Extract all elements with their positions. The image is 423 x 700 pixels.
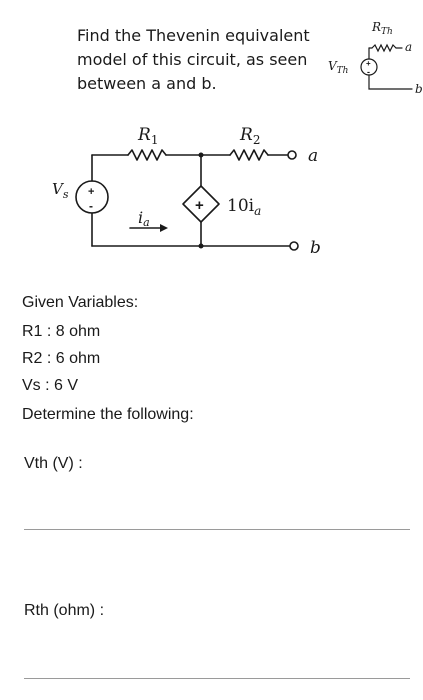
circuit-diagram: R1 R2 a b Vs + - + 10ia ia RTh VTh a b +… xyxy=(52,20,423,258)
given-variables-heading: Given Variables: xyxy=(22,294,139,311)
determine-heading: Determine the following: xyxy=(22,406,194,423)
thevenin-vth-source xyxy=(360,58,378,76)
vth-answer-input[interactable] xyxy=(24,503,410,530)
given-variable-vs: Vs : 6 V xyxy=(22,377,79,394)
label-node-a: a xyxy=(308,146,318,166)
vs-plus-sign: + xyxy=(88,186,94,198)
terminal-b xyxy=(289,241,299,251)
given-variable-r2: R2 : 6 ohm xyxy=(22,350,101,367)
problem-line-1: Find the Thevenin equivalent xyxy=(77,26,310,45)
thevenin-wire-left-lower xyxy=(368,74,413,90)
thevenin-plus-sign: + xyxy=(366,59,371,68)
resistor-r2 xyxy=(229,149,269,161)
terminal-a xyxy=(287,150,297,160)
label-dependent-source: 10ia xyxy=(227,196,261,218)
rth-answer-label: Rth (ohm) : xyxy=(24,602,105,619)
voltage-source-vs xyxy=(75,180,109,214)
given-variable-r1: R1 : 8 ohm xyxy=(22,323,101,340)
thevenin-label-vth: VTh xyxy=(328,59,348,76)
junction-dot-bottom xyxy=(198,243,204,249)
label-node-b: b xyxy=(310,238,321,258)
dep-source-plus-sign: + xyxy=(195,197,204,214)
thevenin-label-a: a xyxy=(405,40,412,54)
vs-minus-sign: - xyxy=(89,199,93,213)
thevenin-label-rth: RTh xyxy=(371,20,393,37)
resistor-r1 xyxy=(127,149,167,161)
label-vs: Vs xyxy=(52,180,69,201)
problem-statement: Find the Thevenin equivalent model of th… xyxy=(77,24,317,96)
label-current-ia: ia xyxy=(138,208,150,229)
problem-line-3: between a and b. xyxy=(77,74,217,93)
label-r1: R1 xyxy=(137,125,158,147)
label-r2: R2 xyxy=(239,125,260,147)
thevenin-minus-sign: - xyxy=(367,67,370,77)
vth-answer-label: Vth (V) : xyxy=(24,455,83,472)
problem-line-2: model of this circuit, as seen xyxy=(77,50,308,69)
junction-dot-top xyxy=(198,152,204,158)
thevenin-rth-resistor xyxy=(371,43,397,53)
current-arrow-head xyxy=(160,224,168,232)
rth-answer-input[interactable] xyxy=(24,652,410,679)
dependent-voltage-source xyxy=(182,185,220,223)
thevenin-label-b: b xyxy=(415,82,423,96)
